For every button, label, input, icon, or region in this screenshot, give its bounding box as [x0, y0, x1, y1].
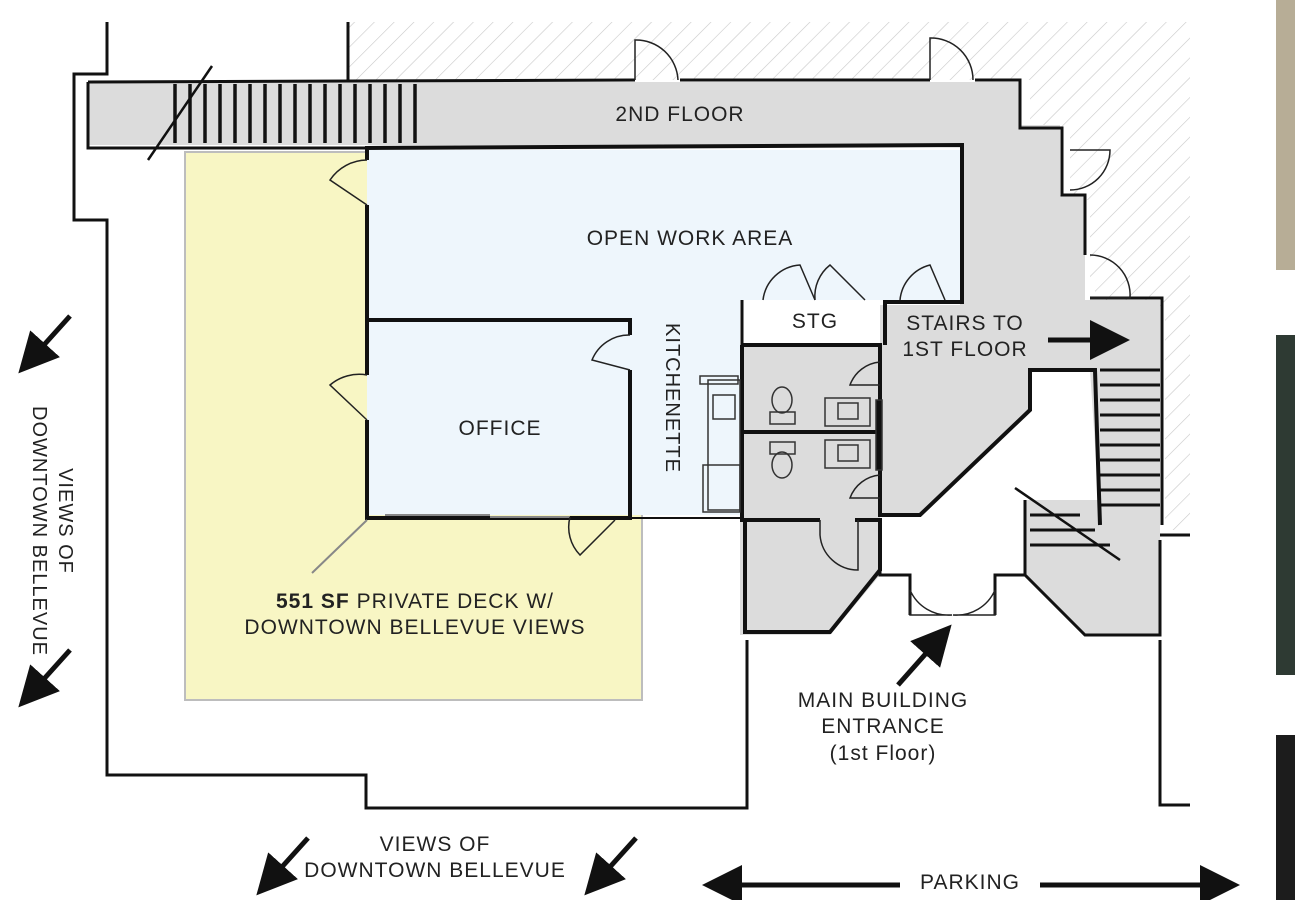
- hatched-exterior: [348, 22, 1190, 530]
- parking-label: PARKING: [920, 871, 1020, 894]
- entrance-line3: (1st Floor): [829, 741, 937, 765]
- stairs-label-line1: STAIRS TO: [906, 312, 1024, 335]
- restroom-fixtures: [769, 386, 883, 479]
- deck-windows: [311, 514, 570, 574]
- open-work-area-label: OPEN WORK AREA: [586, 227, 794, 250]
- views-left-label: VIEWS OF DOWNTOWN BELLEVUE: [26, 406, 78, 656]
- right-stairs: [1030, 368, 1160, 547]
- entrance-line2: ENTRANCE: [821, 715, 945, 739]
- work-area: [367, 150, 960, 515]
- views-left-line1: VIEWS OF: [54, 468, 76, 574]
- stairs-label-line2: 1ST FLOOR: [902, 338, 1028, 362]
- main-entrance-label: MAIN BUILDING ENTRANCE (1st Floor): [768, 688, 998, 767]
- deck-label-line1-rest: PRIVATE DECK W/: [356, 590, 554, 613]
- views-left-line2: DOWNTOWN BELLEVUE: [28, 406, 50, 656]
- deck-area: 551 SF: [276, 590, 350, 613]
- office-label: OFFICE: [458, 417, 542, 440]
- stairs-label: STAIRS TO 1ST FLOOR: [900, 311, 1030, 364]
- doors: [328, 37, 1131, 616]
- walls: [72, 22, 1190, 810]
- views-bottom-line1: VIEWS OF: [379, 833, 491, 856]
- arrows: [18, 314, 1240, 900]
- second-floor-label: 2ND FLOOR: [615, 103, 745, 126]
- entrance-line1: MAIN BUILDING: [797, 689, 969, 712]
- deck-label-line2: DOWNTOWN BELLEVUE VIEWS: [244, 616, 586, 640]
- top-stairs: [173, 84, 417, 143]
- views-bottom-line2: DOWNTOWN BELLEVUE: [304, 859, 566, 883]
- views-bottom-label: VIEWS OF DOWNTOWN BELLEVUE: [290, 832, 580, 885]
- deck-label: 551 SF PRIVATE DECK W/ DOWNTOWN BELLEVUE…: [215, 589, 615, 642]
- kitchenette-label: KITCHENETTE: [661, 323, 683, 473]
- deck-label-line1: 551 SF PRIVATE DECK W/: [215, 589, 615, 615]
- kitchenette-counter: [699, 375, 741, 513]
- stg-label: STG: [791, 310, 839, 333]
- corridor: [88, 82, 1160, 635]
